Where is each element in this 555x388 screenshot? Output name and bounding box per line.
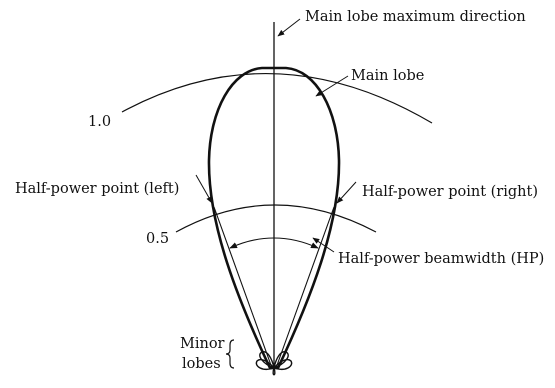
half-power-right-direction	[275, 206, 335, 369]
half-power-right-label: Half-power point (right)	[362, 184, 538, 200]
half-power-beamwidth-label: Half-power beamwidth (HP)	[338, 251, 544, 267]
half-power-left-pointer	[195, 174, 213, 204]
main-lobe-label: Main lobe	[351, 68, 424, 84]
level-05-arc	[175, 204, 377, 233]
level-1-arc	[121, 72, 433, 124]
main-lobe-max-direction-pointer	[277, 18, 301, 37]
minor-lobes-shapes	[255, 351, 293, 376]
level-1-label: 1.0	[88, 114, 111, 130]
minor-lobes-label-line1: Minor	[180, 336, 225, 352]
half-power-beamwidth-arrow	[229, 237, 319, 249]
minor-lobes-label-line2: lobes	[182, 356, 221, 372]
level-05-label: 0.5	[146, 231, 169, 247]
main-lobe-pointer	[315, 75, 349, 97]
main-lobe-max-direction-label: Main lobe maximum direction	[305, 9, 526, 25]
half-power-left-label: Half-power point (left)	[15, 181, 179, 197]
half-power-right-pointer	[336, 181, 357, 204]
half-power-left-direction	[213, 206, 273, 369]
half-power-beamwidth-pointer	[312, 237, 335, 253]
minor-lobes-brace	[225, 339, 235, 369]
